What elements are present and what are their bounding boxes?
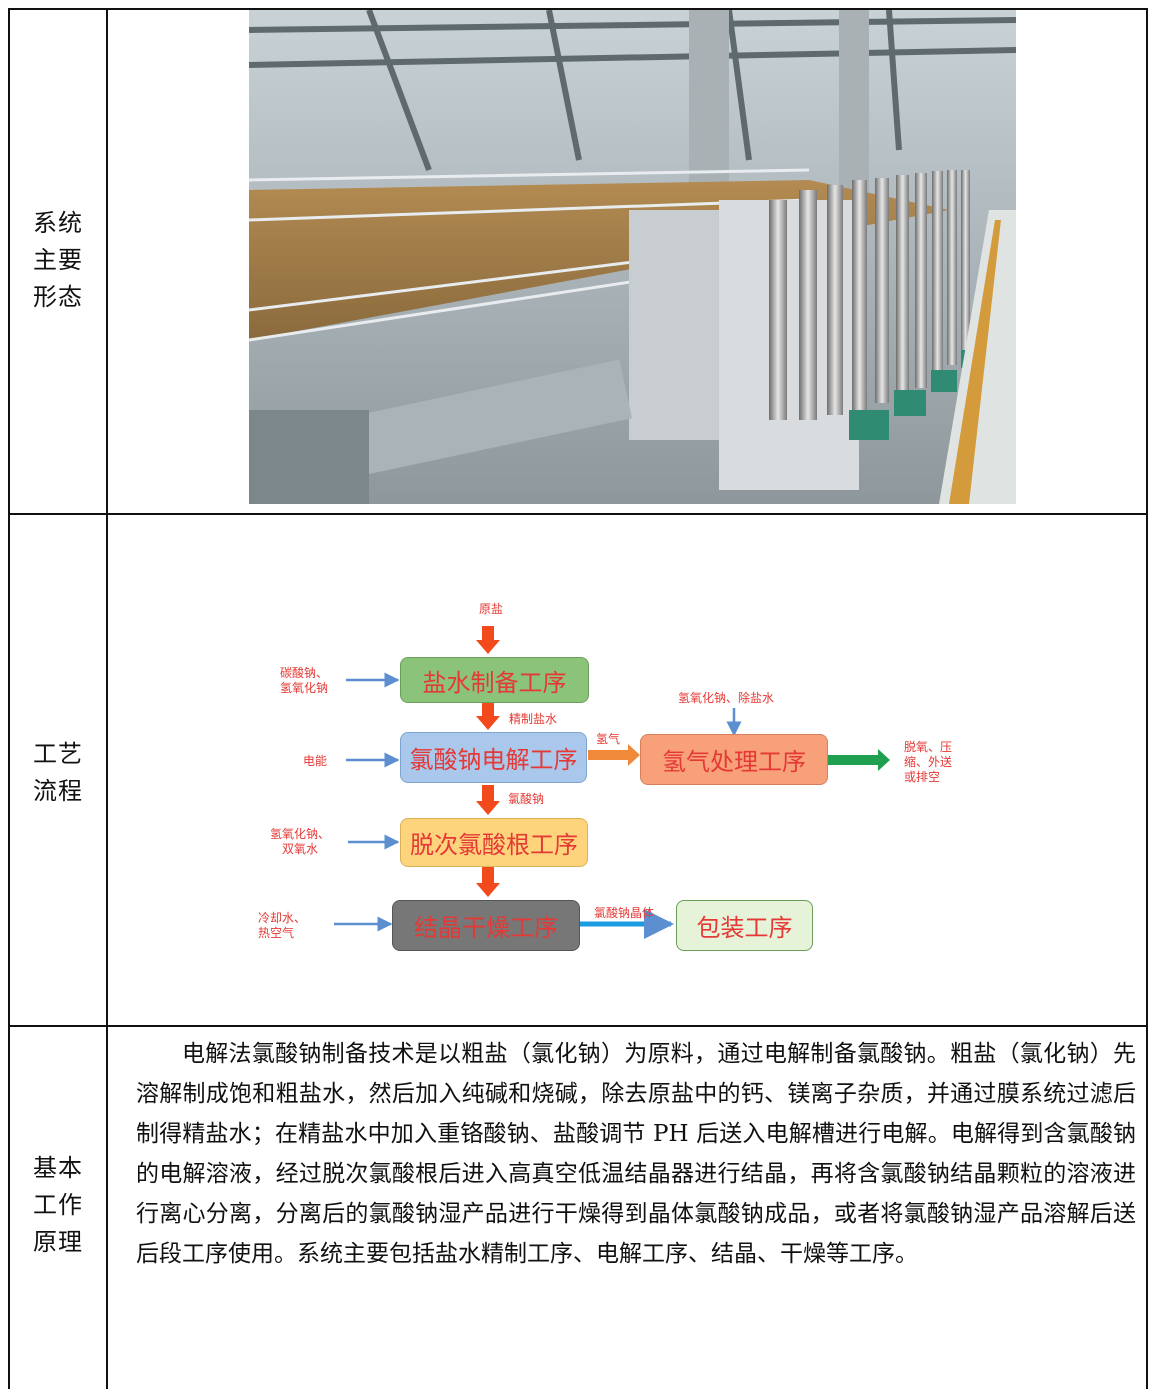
dehypochlorite-inputs-label: 氢氧化钠、 双氧水 <box>270 827 331 856</box>
packaging-box: 包装工序 <box>676 900 813 951</box>
hydrogen-treatment-box: 氢气处理工序 <box>640 734 828 785</box>
sodium-chlorate-label: 氯酸钠 <box>508 792 545 806</box>
hydrogen-inputs-label: 氢氧化钠、除盐水 <box>678 691 775 705</box>
row-label-system-form: 系统 主要 形态 <box>33 209 83 311</box>
row-divider-1 <box>8 513 1148 515</box>
row-label-process-flow: 工艺 流程 <box>33 740 83 805</box>
electric-energy-label: 电能 <box>303 754 328 768</box>
hydrogen-label: 氢气 <box>596 732 621 746</box>
red-flow-arrows <box>476 626 500 897</box>
table-border-left <box>8 8 10 1389</box>
raw-salt-label: 原盐 <box>479 602 504 616</box>
hydrogen-output-arrow <box>828 749 890 771</box>
plant-photo <box>249 10 1016 504</box>
hydrogen-outputs-label: 脱氧、压 缩、外送 或排空 <box>904 740 953 784</box>
refined-brine-label: 精制盐水 <box>509 712 558 726</box>
blue-input-arrows <box>334 672 742 932</box>
table-border-right <box>1146 8 1148 1389</box>
flow-arrows <box>334 626 890 939</box>
column-divider <box>106 8 108 1389</box>
brine-preparation-box: 盐水制备工序 <box>400 657 589 703</box>
brine-inputs-label: 碳酸钠、 氢氧化钠 <box>280 666 329 695</box>
hydrogen-arrow <box>588 744 640 766</box>
working-principle-text: 电解法氯酸钠制备技术是以粗盐（氯化钠）为原料，通过电解制备氯酸钠。粗盐（氯化钠）… <box>136 1041 1136 1267</box>
crystal-product-label: 氯酸钠晶体 <box>594 906 655 920</box>
dehypochlorite-box: 脱次氯酸根工序 <box>400 818 588 867</box>
electrolysis-box: 氯酸钠电解工序 <box>400 732 587 783</box>
row-divider-2 <box>8 1025 1148 1027</box>
table-border-top <box>8 8 1148 10</box>
row-label-working-principle: 基本 工作 原理 <box>33 1154 83 1256</box>
crystallization-inputs-label: 冷却水、 热空气 <box>258 911 307 940</box>
crystallization-drying-box: 结晶干燥工序 <box>392 900 580 951</box>
process-flow-diagram: 原盐 盐水制备工序 碳酸钠、 氢氧化钠 精制盐水 氯酸钠电解工序 电能 氢气 氢… <box>108 520 1156 1020</box>
